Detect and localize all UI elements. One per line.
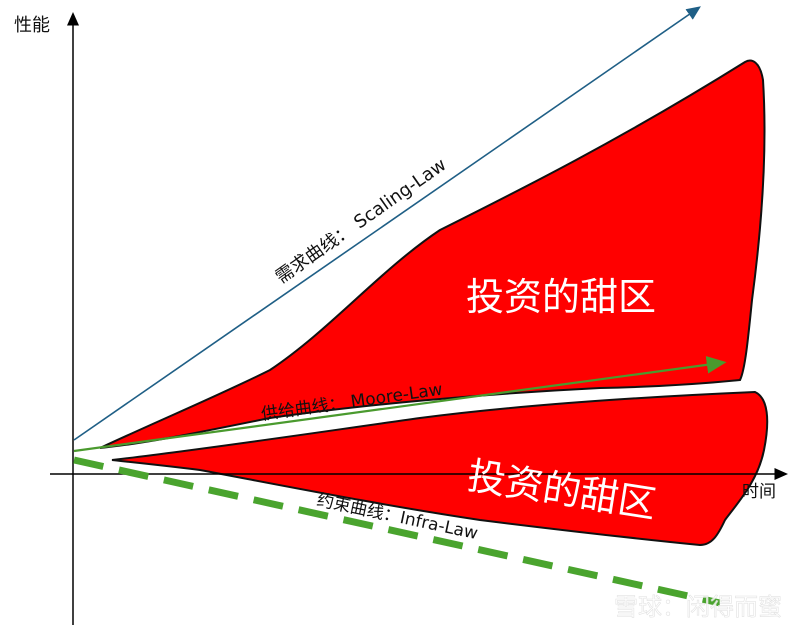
upper-sweet-zone xyxy=(99,59,766,449)
y-axis-label: 性能 xyxy=(14,15,50,36)
supply-curve xyxy=(73,356,727,453)
watermark: 雪球：闲得而蜜 xyxy=(584,593,782,621)
lower-sweet-zone xyxy=(111,390,769,547)
watermark-text: 雪球：闲得而蜜 xyxy=(614,593,782,621)
demand-curve xyxy=(73,6,701,441)
constraint-curve xyxy=(73,456,721,607)
x-axis-label: 时间 xyxy=(742,482,776,502)
watermark-logo-icon xyxy=(584,593,610,619)
upper-zone-label: 投资的甜区 xyxy=(466,275,656,319)
